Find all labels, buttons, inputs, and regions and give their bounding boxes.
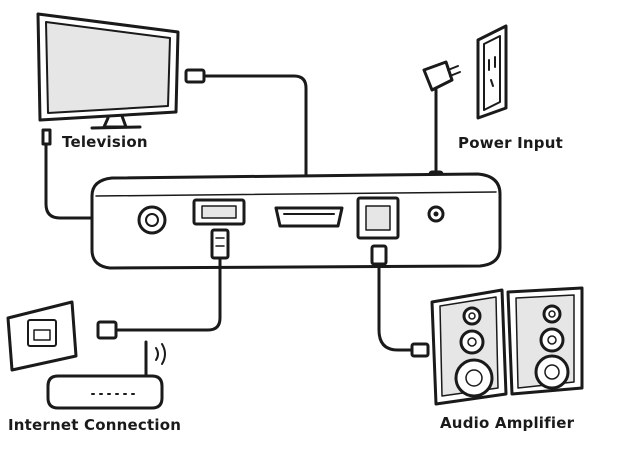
hdmi-cable: [184, 68, 315, 194]
tv-icon: [36, 12, 180, 130]
power-adapter-icon: [422, 60, 461, 190]
router-icon: [46, 340, 164, 410]
audio-amplifier-label: Audio Amplifier: [440, 414, 575, 432]
speaker-icon: [430, 286, 584, 406]
wifi-signal-icon: [155, 343, 166, 365]
ethernet-cable: [96, 228, 230, 340]
wall-outlet-icon: [476, 24, 508, 120]
internet-connection-label: Internet Connection: [8, 416, 182, 434]
ethernet-wall-jack-icon: [6, 300, 78, 372]
television-label: Television: [62, 133, 148, 151]
streaming-box-icon: [90, 172, 502, 270]
audio-cable: [370, 244, 430, 358]
power-input-label: Power Input: [458, 134, 563, 152]
